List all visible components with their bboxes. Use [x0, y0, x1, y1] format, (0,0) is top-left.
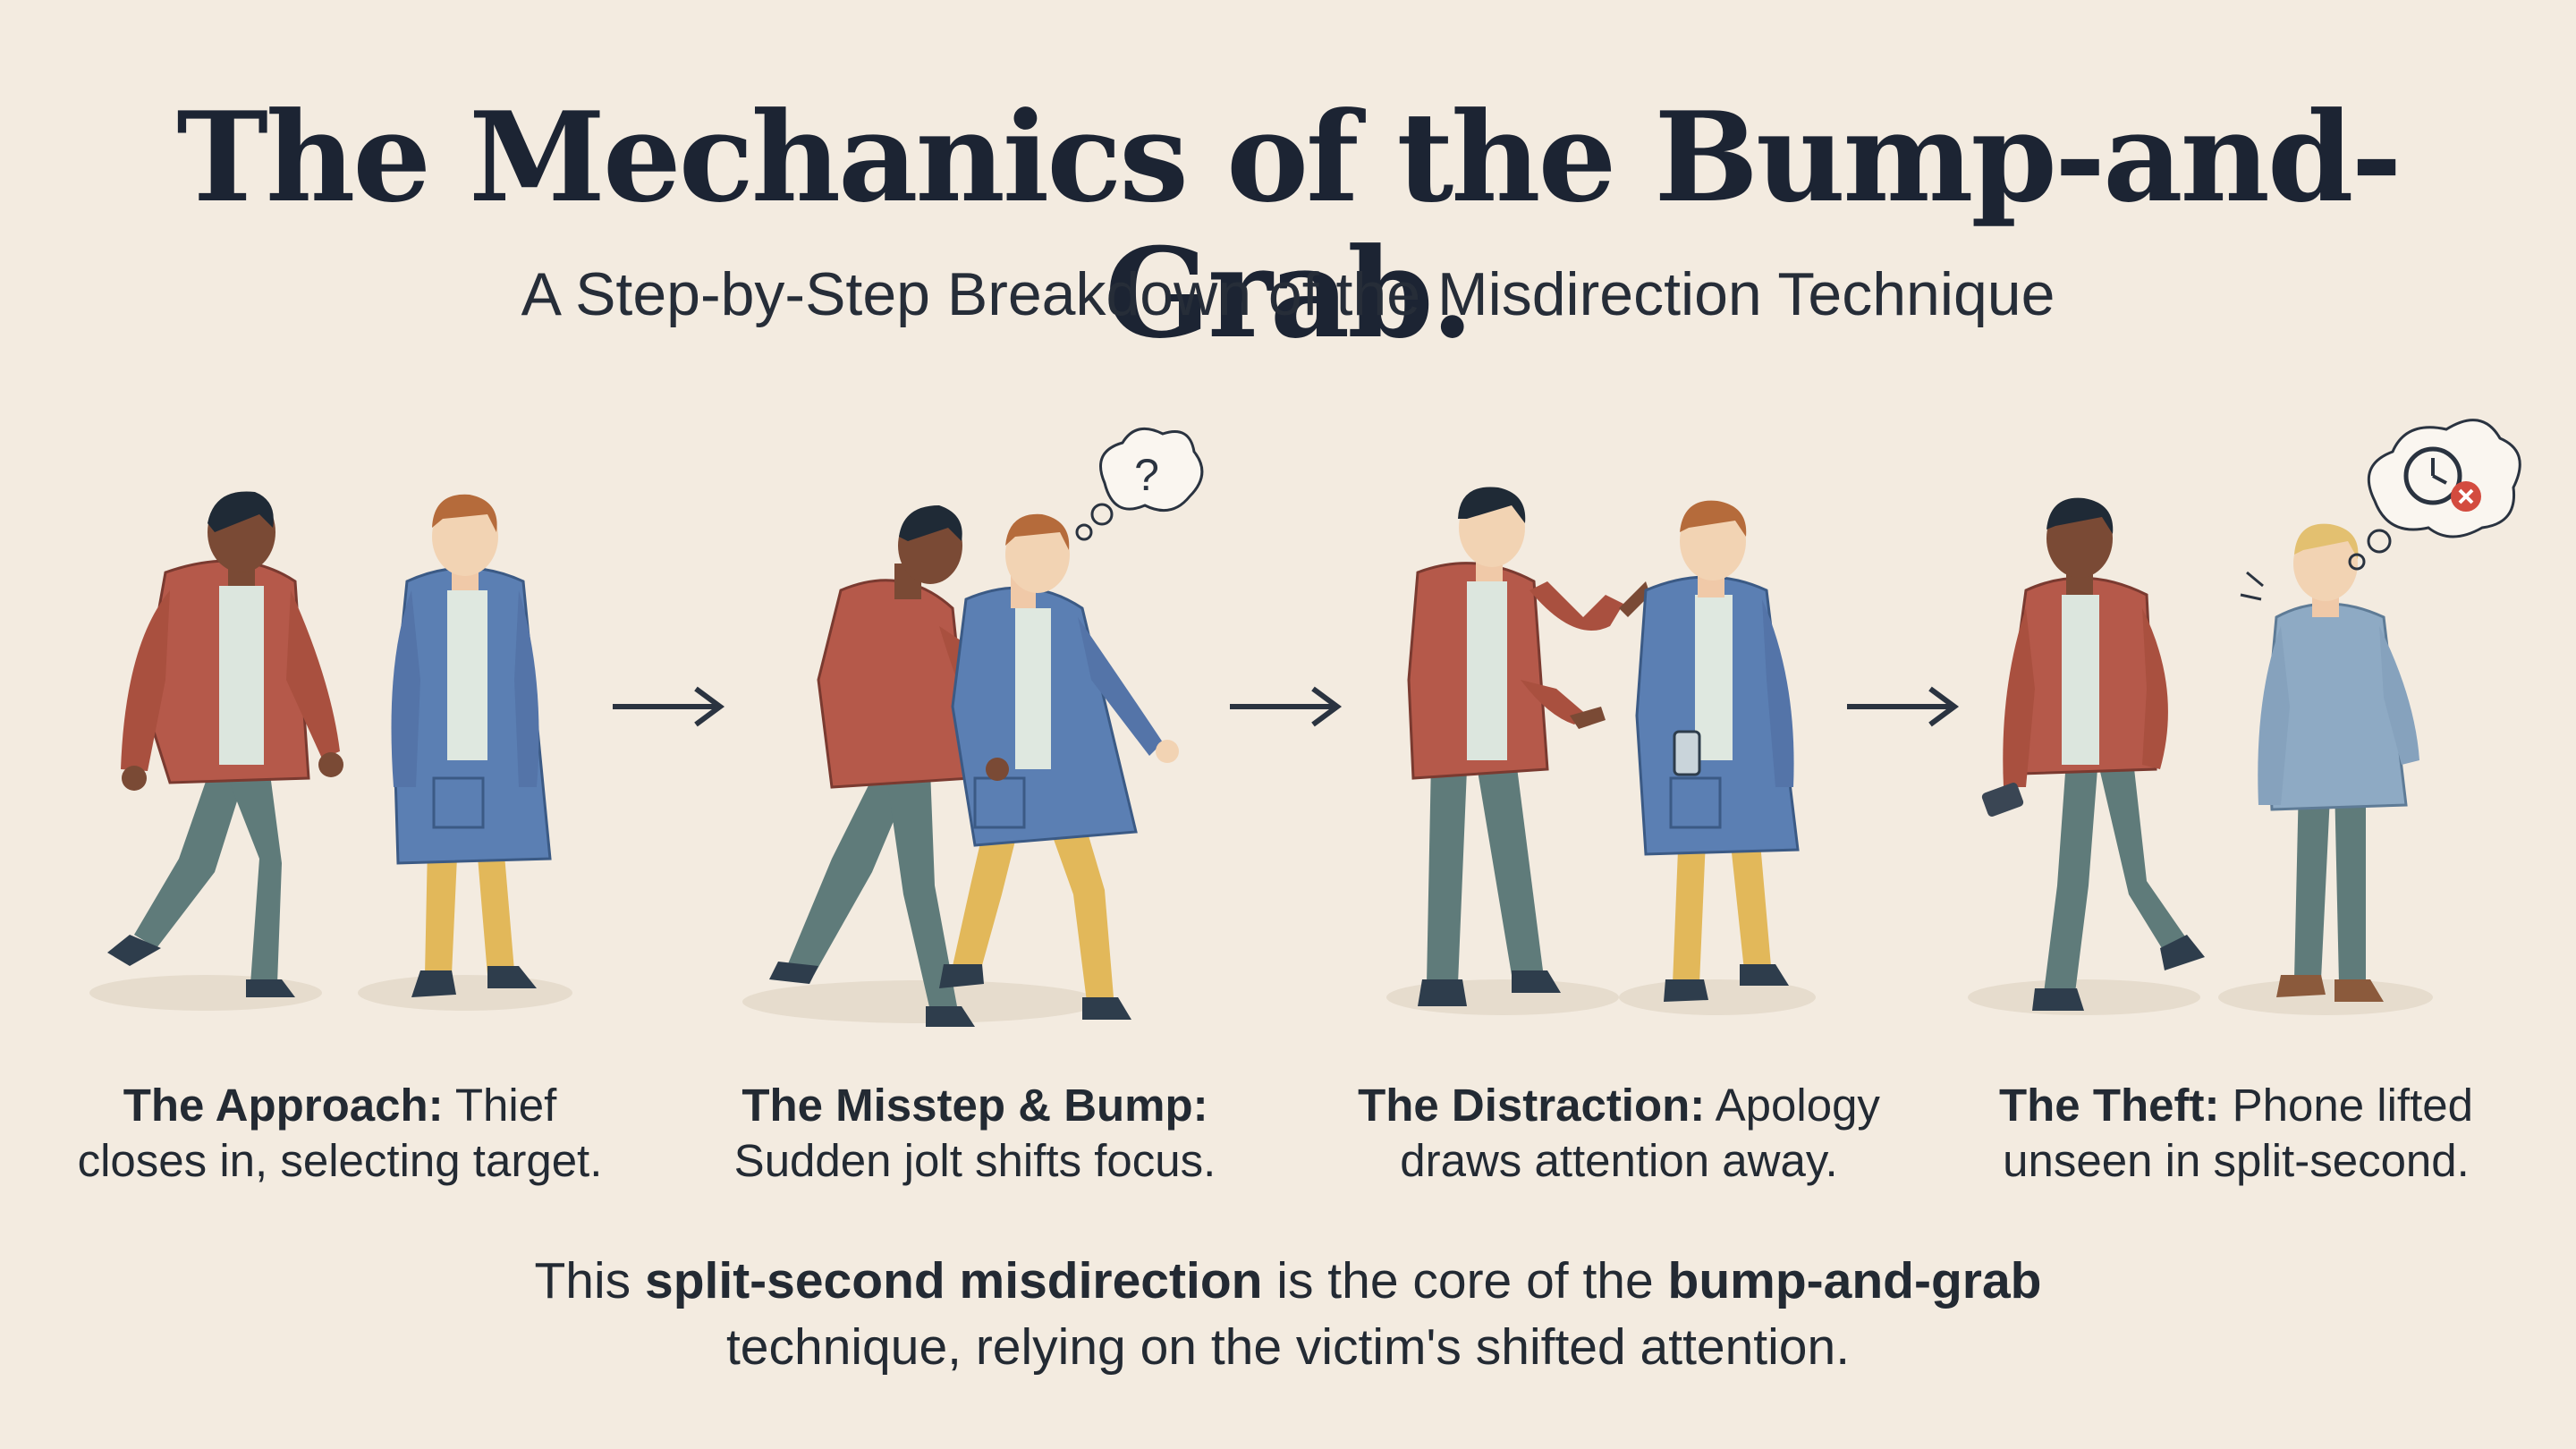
- phone-icon: [1673, 730, 1701, 776]
- step-3-term: The Distraction:: [1358, 1080, 1706, 1131]
- step-1-term: The Approach:: [123, 1080, 444, 1131]
- arrow-right-icon: [1847, 686, 1960, 727]
- phone-icon: [1981, 783, 2024, 817]
- victim-figure: [391, 494, 552, 997]
- question-mark: ?: [1134, 450, 1159, 500]
- arrow-right-icon: [1230, 686, 1343, 727]
- step-4-illustration: [1968, 419, 2521, 1015]
- summary-pre: This: [534, 1252, 645, 1309]
- victim-figure: [2240, 523, 2419, 1002]
- clock-bubble-icon: [2348, 419, 2521, 571]
- illustration-scene: ?: [89, 419, 2521, 1027]
- victim-figure: [1635, 500, 1800, 1002]
- step-3-illustration: [1386, 487, 1816, 1015]
- question-bubble-icon: ?: [1075, 427, 1204, 541]
- step-4-text: Phone lifted: [2232, 1080, 2473, 1131]
- page-title: The Mechanics of the Bump-and-Grab.: [176, 84, 2402, 366]
- step-1-illustration: [89, 491, 572, 1011]
- step-1-caption: The Approach: Thief closes in, selecting…: [54, 1078, 626, 1189]
- step-3-text: Apology: [1715, 1080, 1880, 1131]
- summary-bold-2: bump-and-grab: [1667, 1252, 2042, 1309]
- step-2-term: The Misstep & Bump:: [741, 1080, 1208, 1131]
- step-4-caption: The Theft: Phone lifted unseen in split-…: [1950, 1078, 2522, 1189]
- step-3-text-2: draws attention away.: [1400, 1135, 1838, 1186]
- step-2-illustration: ?: [742, 427, 1204, 1027]
- arrow-right-icon: [613, 686, 725, 727]
- summary-note: This split-second misdirection is the co…: [0, 1248, 2576, 1380]
- summary-mid: is the core of the: [1262, 1252, 1668, 1309]
- step-4-term: The Theft:: [1998, 1080, 2220, 1131]
- summary-bold-1: split-second misdirection: [645, 1252, 1263, 1309]
- step-2-text-2: Sudden jolt shifts focus.: [733, 1135, 1216, 1186]
- step-4-text-2: unseen in split-second.: [2003, 1135, 2470, 1186]
- thief-figure: [1981, 497, 2205, 1011]
- step-1-text-2: closes in, selecting target.: [77, 1135, 603, 1186]
- thief-figure: [1407, 487, 1650, 1006]
- thief-figure: [769, 505, 1006, 1027]
- step-2-caption: The Misstep & Bump: Sudden jolt shifts f…: [689, 1078, 1261, 1189]
- step-1-text: Thief: [454, 1080, 557, 1131]
- page-subtitle: A Step-by-Step Breakdown of the Misdirec…: [521, 260, 2055, 328]
- thief-figure: [107, 491, 343, 997]
- summary-line-2: technique, relying on the victim's shift…: [725, 1318, 1851, 1376]
- victim-figure: [939, 513, 1179, 1020]
- step-3-caption: The Distraction: Apology draws attention…: [1333, 1078, 1905, 1189]
